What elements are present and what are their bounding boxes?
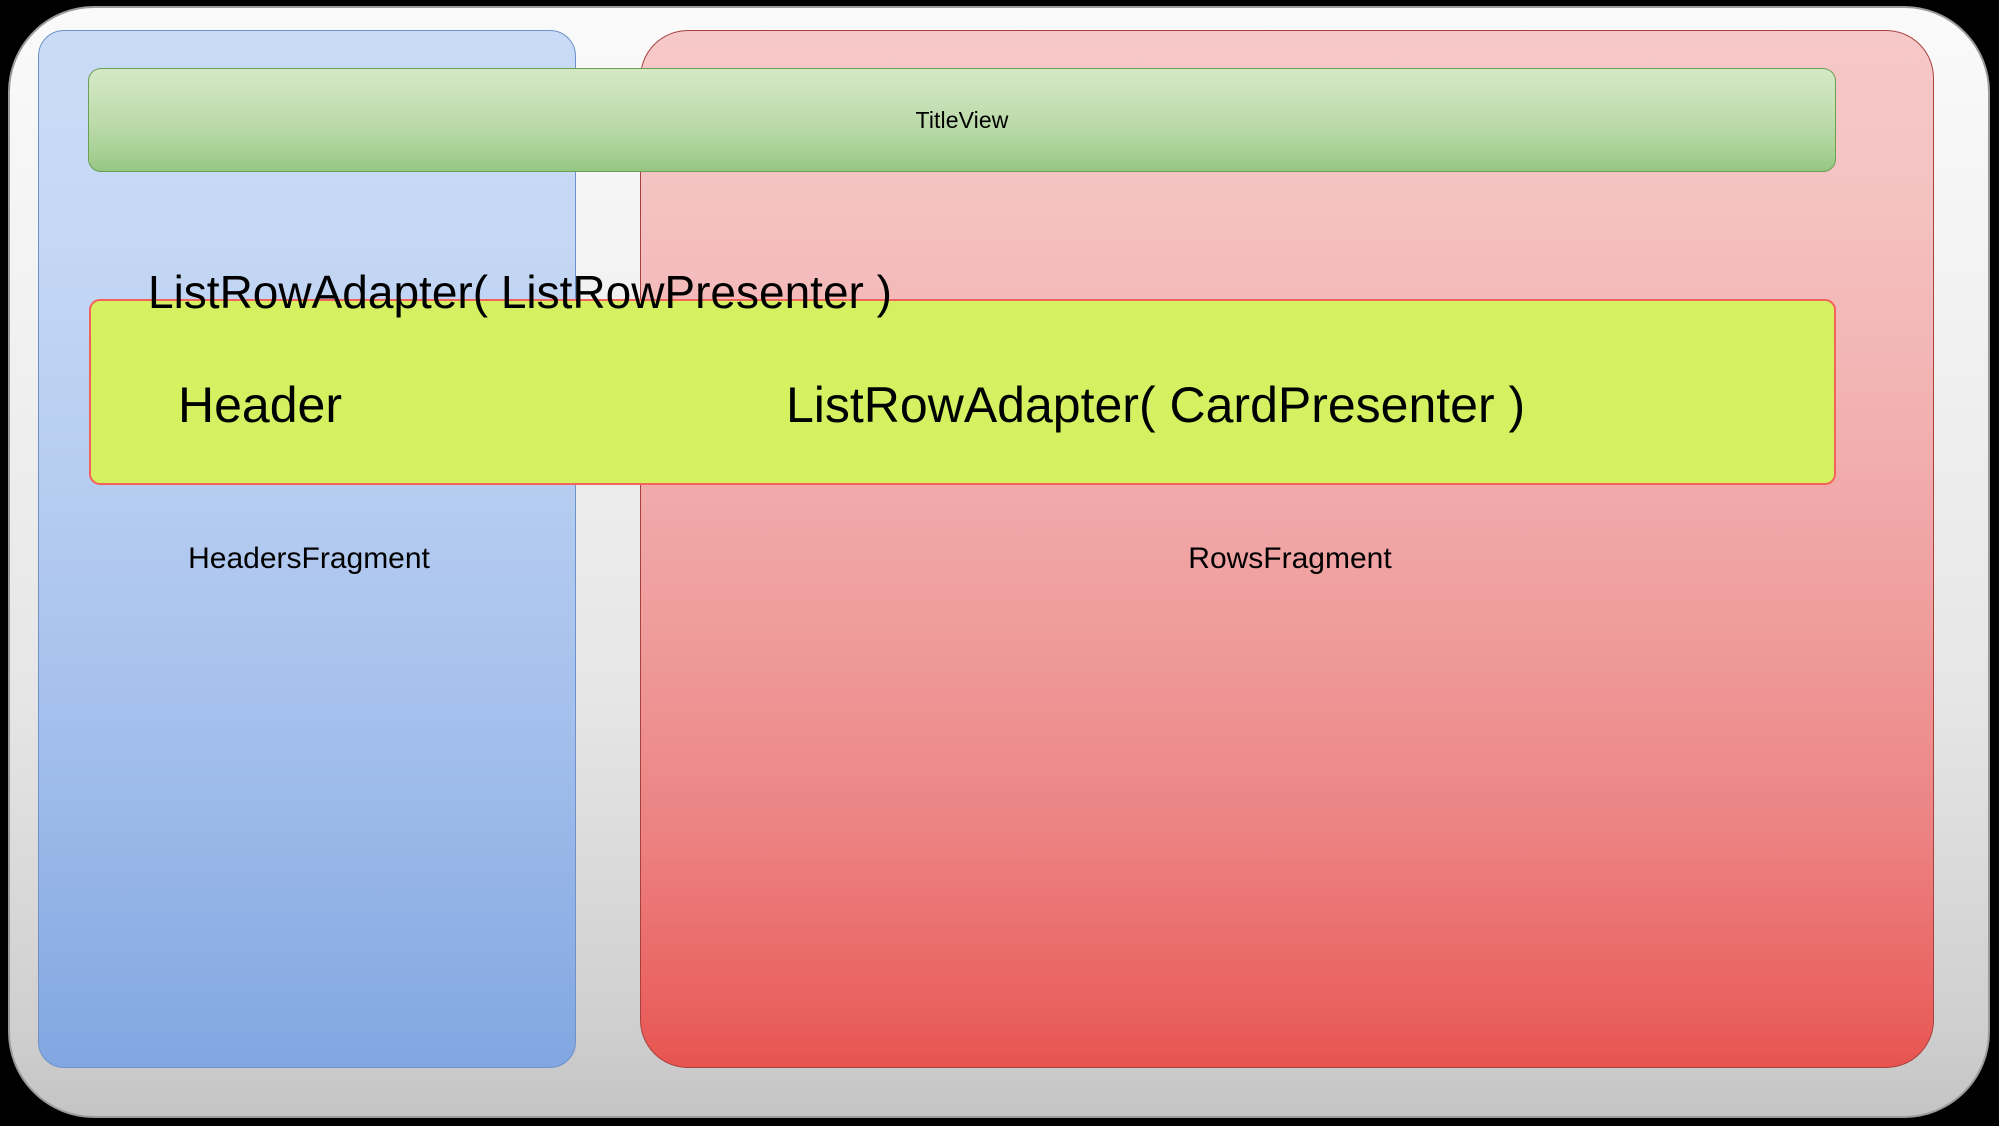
- headers-fragment-label: HeadersFragment: [188, 542, 430, 575]
- rows-fragment-label: RowsFragment: [1188, 542, 1392, 575]
- header-cell-label: Header: [178, 377, 342, 433]
- rows-fragment-panel: [640, 30, 1934, 1068]
- title-view-box: TitleView: [88, 68, 1836, 172]
- card-presenter-cell-label: ListRowAdapter( CardPresenter ): [786, 377, 1526, 433]
- list-row-adapter-presenter-label: ListRowAdapter( ListRowPresenter ): [148, 266, 892, 318]
- headers-fragment-panel: [38, 30, 576, 1068]
- title-view-label: TitleView: [915, 106, 1009, 133]
- list-row-adapter-box: [89, 299, 1836, 485]
